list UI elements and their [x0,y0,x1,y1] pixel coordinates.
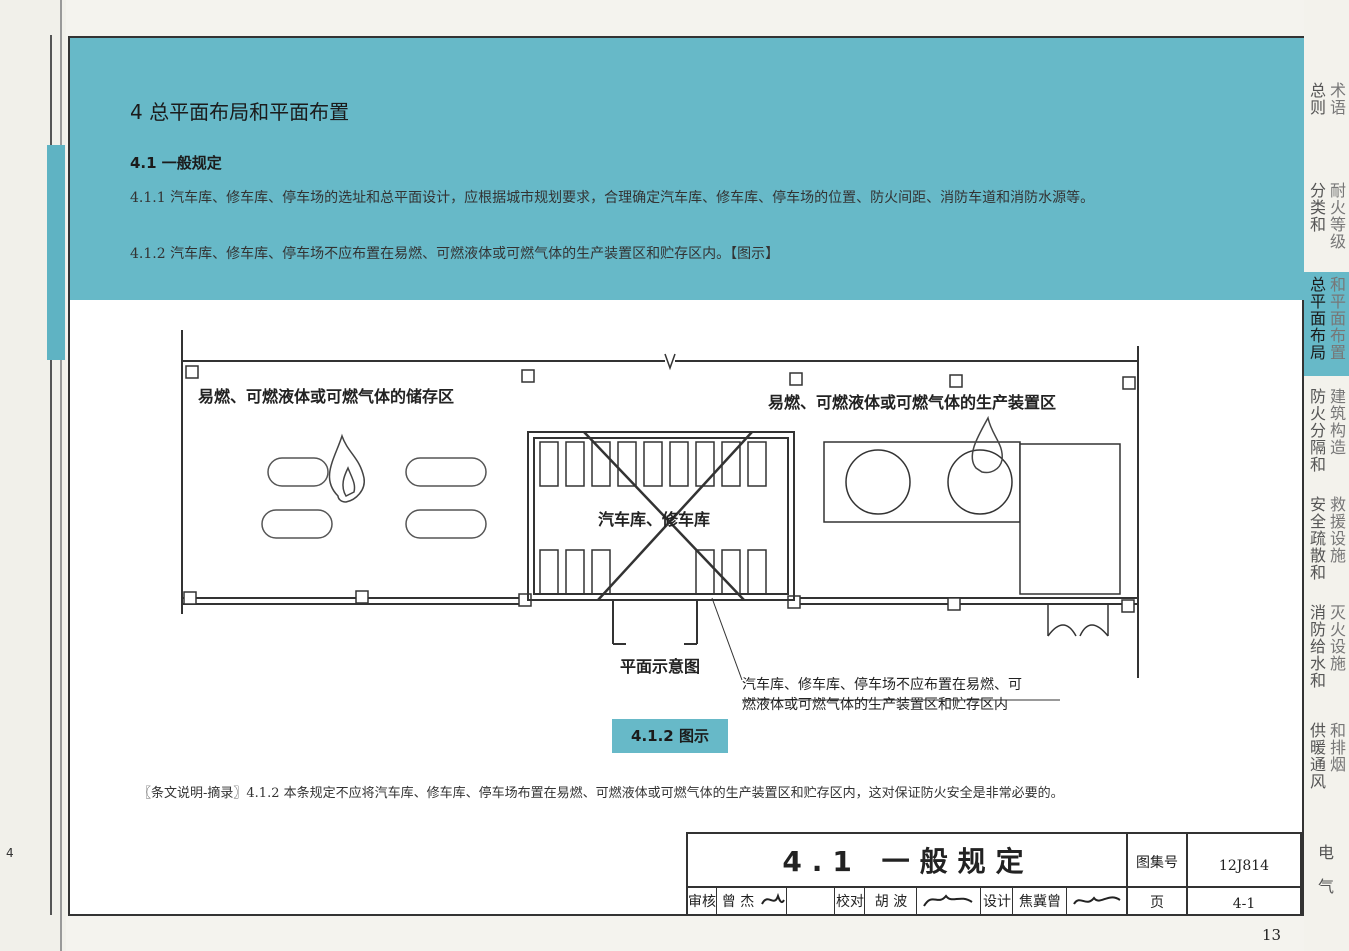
figure-caption: 4.1.2 图示 [612,719,728,753]
section-title: 4.1 一般规定 [130,154,222,172]
designer-signature [1073,896,1121,905]
atlas-value: 12J814 [1218,858,1270,874]
flame-icon-2 [971,415,1003,474]
tab-evacuation[interactable]: 安全疏散和救援设施 [1310,495,1347,582]
storage-tanks [261,457,487,539]
column-posts [183,365,1136,613]
title-block [686,832,1302,916]
reviewer-name: 曾 杰 [721,894,755,910]
prohibited-cross [583,431,753,601]
production-area-label: 易燃、可燃液体或可燃气体的生产装置区 [768,393,1056,412]
note-line-2: 燃液体或可燃气体的生产装置区和贮存区内 [742,696,1008,713]
note-line-1: 汽车库、修车库、停车场不应布置在易燃、可 [742,676,1022,693]
tab-general[interactable]: 总则术语 [1310,81,1347,117]
tab-fire-separation[interactable]: 防火分隔和建筑构造 [1310,387,1347,474]
left-page-number: 4 [6,846,14,860]
review-label: 审核 [688,894,716,910]
note-leader [711,597,1060,701]
check-label: 校对 [836,894,864,910]
checker-name: 胡 波 [874,894,908,910]
atlas-label: 图集号 [1136,855,1178,871]
tab-electrical[interactable]: 电气 [1318,843,1335,896]
left-section-marker [47,145,65,360]
plan-label: 平面示意图 [620,657,700,676]
tab-classification[interactable]: 分类和耐火等级 [1310,181,1347,251]
left-binding-strip [0,0,66,951]
page-number: 13 [1262,926,1282,944]
garage-label: 汽车库、修车库 [598,510,710,529]
left-margin-line [50,35,52,915]
tab-heating-ventilation[interactable]: 供暖通风和排烟 [1310,721,1347,791]
side-door [1047,604,1109,637]
designer-name: 焦冀曾 [1019,894,1061,910]
tab-water-supply[interactable]: 消防给水和灭火设施 [1310,603,1347,690]
flame-icon [328,433,365,503]
garage-building [527,431,795,601]
commentary-excerpt: 〖条文说明-摘录〗4.1.2 本条规定不应将汽车库、修车库、停车场布置在易燃、可… [138,786,1064,801]
site-boundary [181,330,1139,678]
header-band [70,38,1304,300]
production-equipment [823,441,1121,595]
storage-area-label: 易燃、可燃液体或可燃气体的储存区 [198,387,454,406]
right-index-strip [1304,0,1349,951]
clause-4-1-2: 4.1.2 汽车库、修车库、停车场不应布置在易燃、可燃液体或可燃气体的生产装置区… [130,246,780,262]
parking-stalls [539,441,767,595]
reviewer-signature [761,892,785,905]
left-margin-line-outer [60,0,62,951]
page-value: 4-1 [1232,896,1256,912]
tab-site-layout[interactable]: 总平面布局和平面布置 [1304,272,1349,376]
garage-entrance [612,600,698,645]
clause-4-1-1: 4.1.1 汽车库、修车库、停车场的选址和总平面设计，应根据城市规划要求，合理确… [130,190,1095,206]
page-label: 页 [1150,895,1164,911]
chapter-title: 4 总平面布局和平面布置 [130,100,350,124]
design-label: 设计 [983,894,1011,910]
plan-diagram: 易燃、可燃液体或可燃气体的储存区 易燃、可燃液体或可燃气体的生产装置区 汽车库、… [181,330,1139,713]
checker-signature [923,894,973,907]
title-block-title: 4.1 一般规定 [782,845,1034,878]
